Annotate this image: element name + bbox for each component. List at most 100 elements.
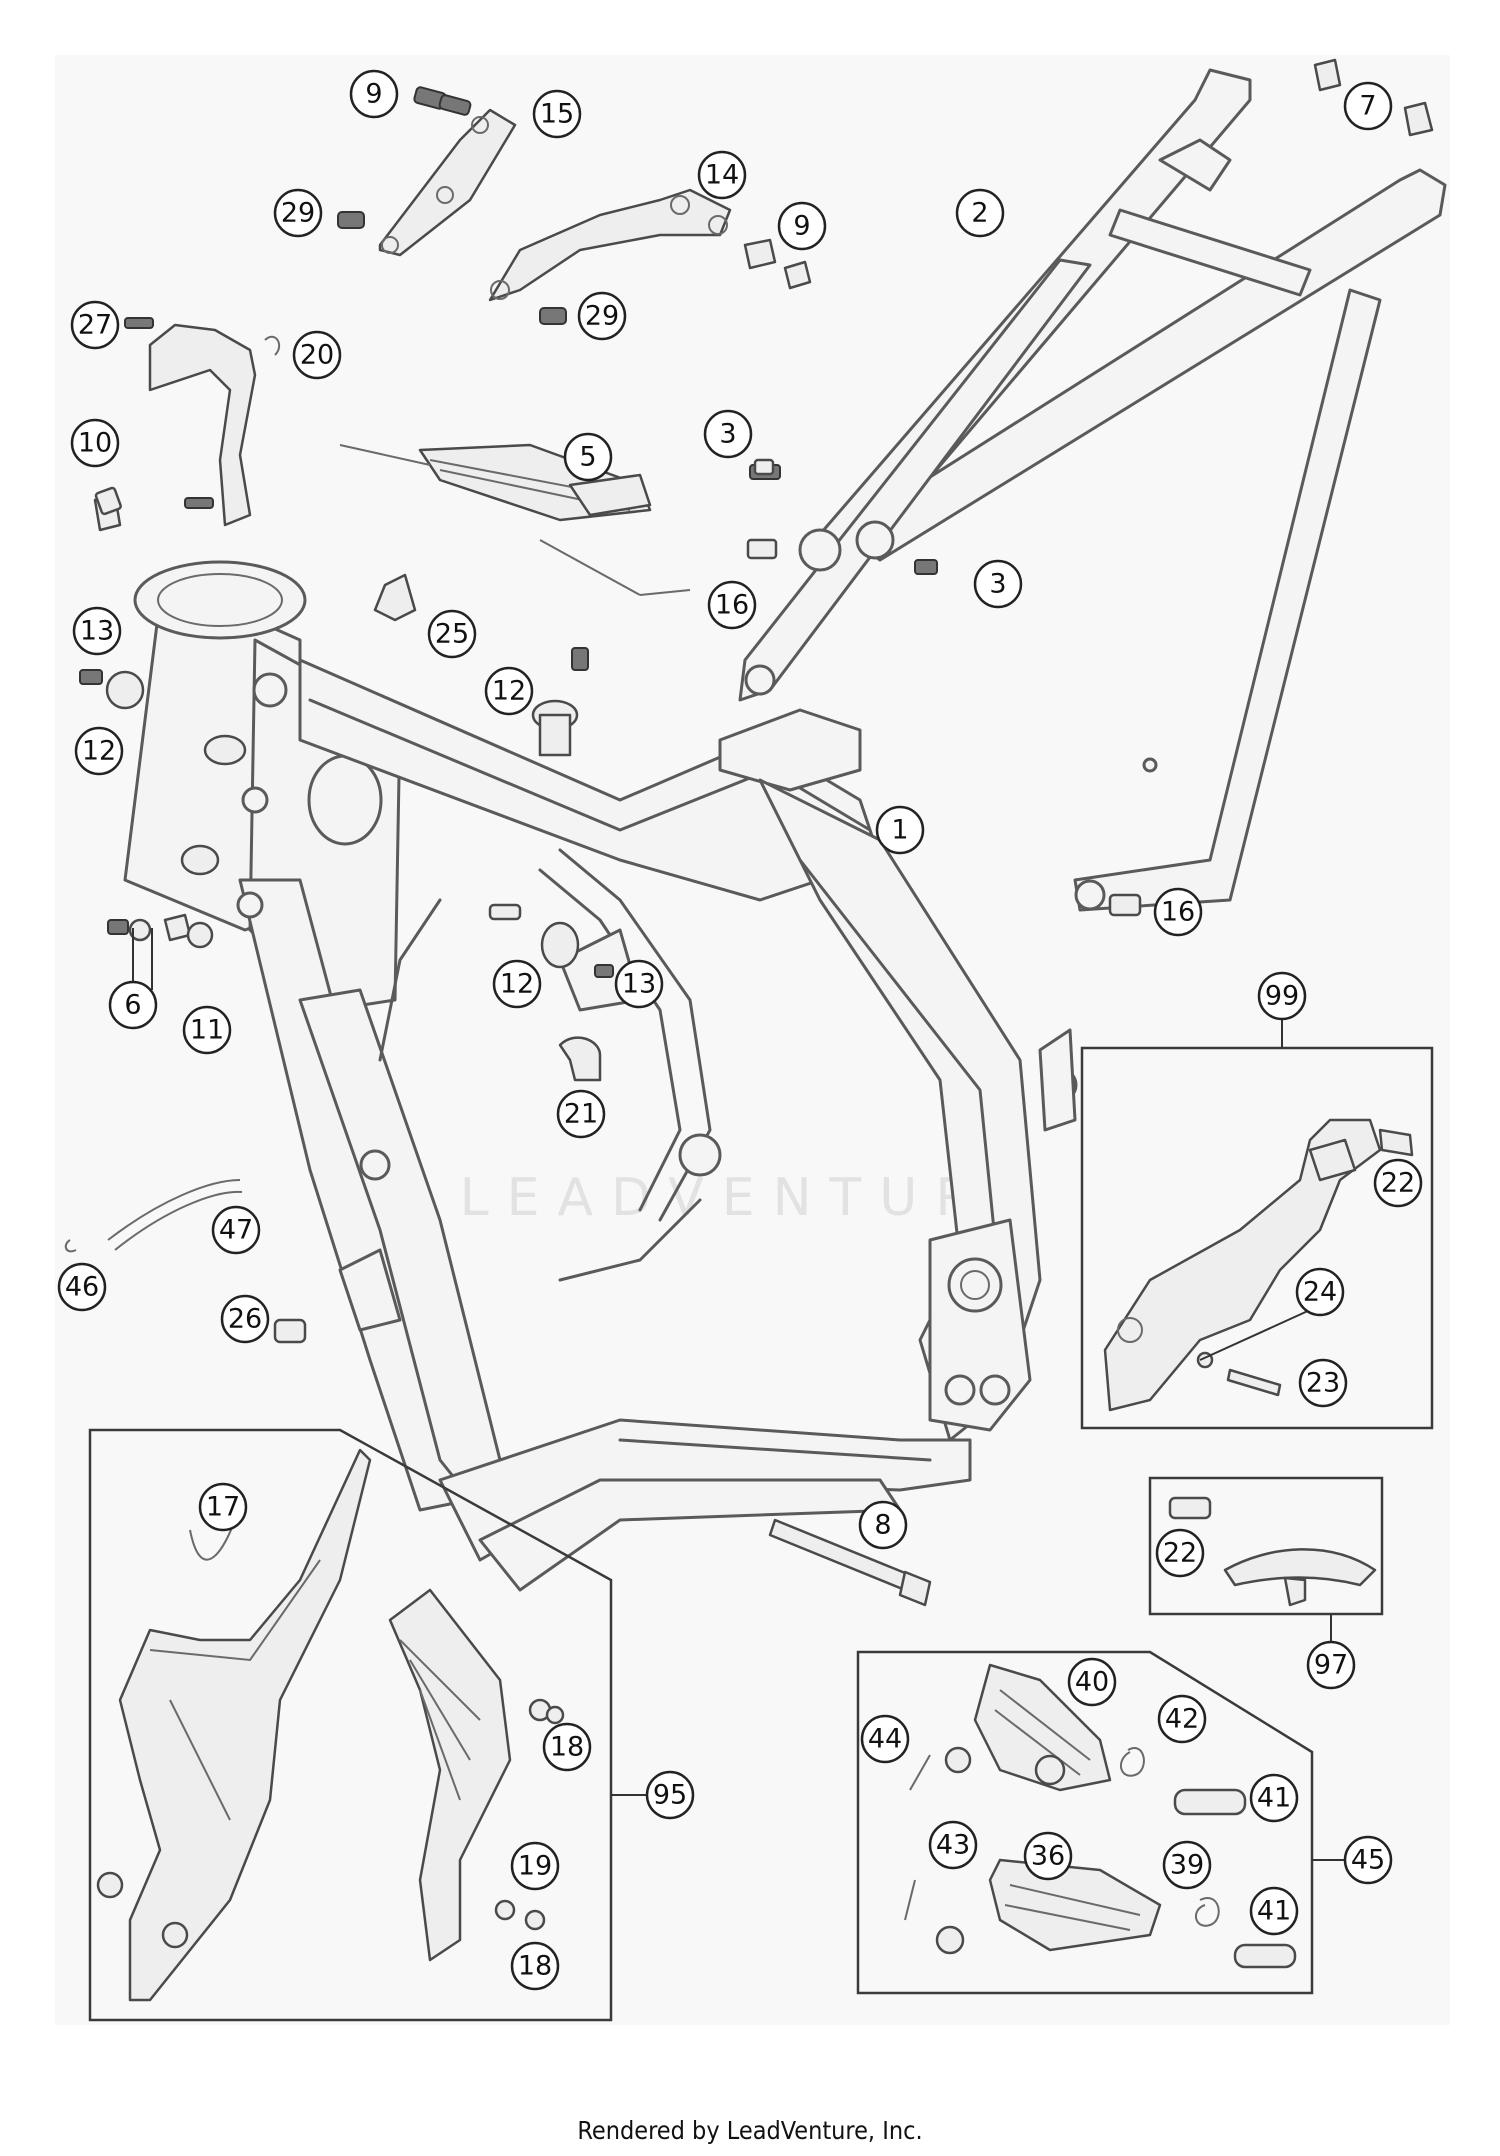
callout-18b: 18 (510, 1941, 560, 1991)
callout-29a: 29 (273, 188, 323, 238)
callout-22a: 22 (1373, 1158, 1423, 1208)
callout-25: 25 (427, 609, 477, 659)
callout-14: 14 (697, 150, 747, 200)
callout-46: 46 (57, 1262, 107, 1312)
svg-text:12: 12 (492, 676, 526, 707)
callout-13b: 13 (614, 959, 664, 1009)
callout-1: 1 (875, 805, 925, 855)
part-5-heat-shield (339, 443, 691, 596)
watermark: LEADVENTURE (460, 1168, 1041, 1228)
box-45 (856, 1650, 1314, 1995)
svg-text:24: 24 (1303, 1277, 1337, 1308)
callout-20: 20 (292, 330, 342, 380)
callout-47: 47 (211, 1205, 261, 1255)
callout-9a: 9 (349, 69, 399, 119)
svg-text:42: 42 (1165, 1704, 1199, 1735)
box-99 (1080, 1046, 1434, 1430)
svg-text:39: 39 (1170, 1850, 1204, 1881)
svg-text:11: 11 (190, 1015, 224, 1046)
callout-41b: 41 (1249, 1886, 1299, 1936)
callout-43: 43 (928, 1820, 978, 1870)
svg-text:25: 25 (435, 619, 469, 650)
callout-16b: 16 (1153, 887, 1203, 937)
callout-95: 95 (645, 1770, 695, 1820)
svg-text:9: 9 (793, 211, 810, 242)
part-14-bracket (488, 188, 732, 302)
callout-10: 10 (70, 418, 120, 468)
svg-text:47: 47 (219, 1215, 253, 1246)
callout-3b: 3 (973, 559, 1023, 609)
svg-text:44: 44 (868, 1724, 902, 1755)
svg-text:22: 22 (1381, 1168, 1415, 1199)
callout-22b: 22 (1155, 1528, 1205, 1578)
svg-text:23: 23 (1306, 1368, 1340, 1399)
callout-18a: 18 (542, 1722, 592, 1772)
part-45-footpeg-upper (909, 1663, 1247, 1816)
svg-text:3: 3 (989, 569, 1006, 600)
callout-9b: 9 (777, 201, 827, 251)
callout-19: 19 (510, 1841, 560, 1891)
svg-text:19: 19 (518, 1851, 552, 1882)
callout-97: 97 (1306, 1640, 1356, 1690)
svg-text:41: 41 (1257, 1896, 1291, 1927)
svg-text:36: 36 (1031, 1841, 1065, 1872)
svg-text:40: 40 (1075, 1667, 1109, 1698)
svg-text:17: 17 (206, 1492, 240, 1523)
svg-text:2: 2 (971, 198, 988, 229)
callout-42: 42 (1157, 1694, 1207, 1744)
small-fasteners (64, 58, 1434, 1344)
callout-44: 44 (860, 1714, 910, 1764)
callout-29b: 29 (577, 291, 627, 341)
part-97-pad (1168, 1496, 1377, 1607)
svg-text:99: 99 (1265, 981, 1299, 1012)
svg-text:22: 22 (1163, 1538, 1197, 1569)
svg-text:46: 46 (65, 1272, 99, 1303)
svg-text:97: 97 (1314, 1650, 1348, 1681)
callout-12a: 12 (74, 726, 124, 776)
callout-2: 2 (955, 188, 1005, 238)
callout-41a: 41 (1249, 1773, 1299, 1823)
callout-16a: 16 (707, 580, 757, 630)
svg-text:6: 6 (124, 990, 141, 1021)
callout-36: 36 (1023, 1831, 1073, 1881)
callout-8: 8 (858, 1500, 908, 1550)
svg-text:7: 7 (1359, 91, 1376, 122)
svg-text:26: 26 (228, 1304, 262, 1335)
callout-17: 17 (198, 1482, 248, 1532)
callout-40: 40 (1067, 1657, 1117, 1707)
callout-39: 39 (1162, 1840, 1212, 1890)
svg-text:29: 29 (281, 198, 315, 229)
svg-text:27: 27 (78, 310, 112, 341)
svg-text:10: 10 (78, 428, 112, 459)
svg-text:20: 20 (300, 340, 334, 371)
callout-27: 27 (70, 300, 120, 350)
leader-lines (132, 928, 1348, 1861)
part-99-brake-pedal (1103, 1118, 1414, 1412)
part-45-footpeg-lower (904, 1858, 1297, 1969)
svg-text:43: 43 (936, 1830, 970, 1861)
box-95 (88, 1428, 613, 2022)
part-15-bracket (378, 108, 517, 257)
callout-5: 5 (563, 432, 613, 482)
svg-text:12: 12 (500, 969, 534, 1000)
svg-text:13: 13 (622, 969, 656, 1000)
callout-11: 11 (182, 1005, 232, 1055)
part-95-frame-guard-right (388, 1588, 565, 1962)
svg-text:12: 12 (82, 736, 116, 767)
svg-text:8: 8 (874, 1510, 891, 1541)
part-20-bracket (148, 323, 281, 527)
callout-7: 7 (1343, 81, 1393, 131)
callout-99: 99 (1257, 971, 1307, 1021)
callout-24: 24 (1295, 1267, 1345, 1317)
part-95-frame-guard-left (96, 1448, 372, 2002)
callout-21: 21 (556, 1089, 606, 1139)
callout-6: 6 (108, 980, 158, 1030)
svg-text:9: 9 (365, 79, 382, 110)
svg-text:13: 13 (80, 616, 114, 647)
svg-text:18: 18 (518, 1951, 552, 1982)
callout-13a: 13 (72, 606, 122, 656)
callout-23: 23 (1298, 1358, 1348, 1408)
callout-26: 26 (220, 1294, 270, 1344)
svg-text:14: 14 (705, 160, 739, 191)
